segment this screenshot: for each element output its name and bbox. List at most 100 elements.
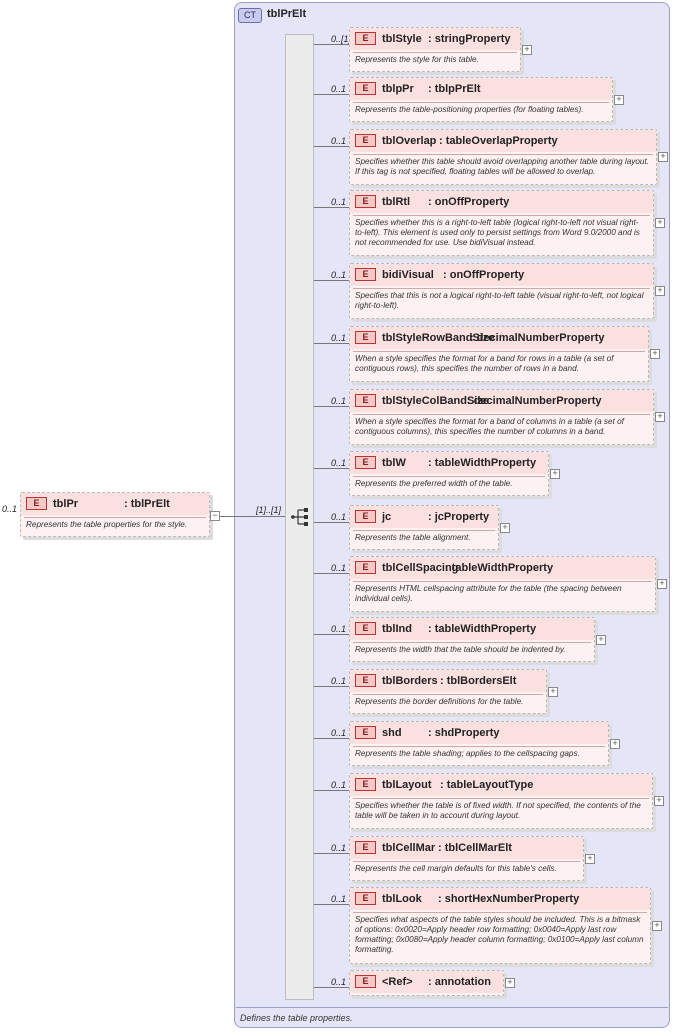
element-badge: E [26, 497, 47, 510]
element-badge: E [355, 394, 376, 407]
expand-icon[interactable]: + [585, 854, 595, 864]
complex-type-description: Defines the table properties. [240, 1013, 353, 1023]
expand-icon[interactable]: + [658, 152, 668, 162]
element-cardinality: 0..1 [331, 676, 347, 686]
element-description: Represents the preferred width of the ta… [355, 479, 513, 488]
element-badge: E [355, 510, 376, 523]
element-badge: E [355, 622, 376, 635]
element-badge: E [355, 892, 376, 905]
element-description: Specifies whether this is a right-to-lef… [355, 218, 640, 247]
expand-icon[interactable]: + [655, 412, 665, 422]
element-connector [314, 343, 349, 344]
expand-icon[interactable]: + [548, 687, 558, 697]
element-description: Represents the style for this table. [355, 55, 479, 64]
expand-icon[interactable]: + [596, 635, 606, 645]
element-cardinality: 0..1 [331, 728, 347, 738]
expand-icon[interactable]: + [614, 95, 624, 105]
element-description: When a style specifies the format for a … [355, 417, 624, 436]
root-element-tblPr[interactable]: E tblPr : tblPrElt Represents the table … [20, 492, 210, 537]
expand-icon[interactable]: + [657, 579, 667, 589]
element-connector [314, 406, 349, 407]
sequence-compositor-icon[interactable] [290, 508, 310, 526]
element-name: tblBorders [382, 675, 438, 687]
element-type: : onOffProperty [443, 269, 525, 281]
element-description: Represents the table-positioning propert… [355, 105, 584, 114]
element-badge: E [355, 975, 376, 988]
element-name: tblRtl [382, 196, 411, 208]
element-type: : shdProperty [428, 727, 500, 739]
element-cardinality: 0..1 [331, 563, 347, 573]
element-type: : onOffProperty [428, 196, 510, 208]
element-type: : annotation [428, 976, 491, 988]
element-connector [314, 280, 349, 281]
element-badge: E [355, 331, 376, 344]
expand-icon[interactable]: + [655, 286, 665, 296]
element-description: When a style specifies the format for a … [355, 354, 614, 373]
expand-icon[interactable]: + [650, 349, 660, 359]
element-description: Specifies that this is not a logical rig… [355, 291, 644, 310]
element-type: : tblPrElt [124, 498, 170, 510]
element-connector [314, 634, 349, 635]
element-connector [314, 853, 349, 854]
expand-icon[interactable]: + [654, 796, 664, 806]
element-name: tblStyleColBandSize [382, 395, 489, 407]
element-name: shd [382, 727, 402, 739]
element-description: Represents the table alignment. [355, 533, 471, 542]
expand-icon[interactable]: + [550, 469, 560, 479]
element-cardinality: 0..1 [331, 780, 347, 790]
element-name: bidiVisual [382, 269, 434, 281]
element-name: tblPr [53, 498, 79, 510]
element-cardinality: 0..1 [331, 458, 347, 468]
element-description: Specifies whether the table is of fixed … [355, 801, 641, 820]
element-cardinality: 0..1 [331, 136, 347, 146]
expand-icon[interactable]: + [652, 921, 662, 931]
element-connector [314, 94, 349, 95]
element-connector [314, 904, 349, 905]
element-cardinality: 0..[1] [331, 34, 352, 44]
expand-icon[interactable]: + [655, 218, 665, 228]
element-cardinality: 0..1 [331, 624, 347, 634]
element-name: tblLayout [382, 779, 432, 791]
element-box-Ref[interactable]: E<Ref>: annotation [349, 970, 504, 996]
element-description: Represents the border definitions for th… [355, 697, 524, 706]
element-description: Specifies what aspects of the table styl… [355, 915, 644, 954]
expand-icon[interactable]: + [500, 523, 510, 533]
element-cardinality: 0..1 [331, 197, 347, 207]
element-connector [314, 44, 349, 45]
element-badge: E [355, 778, 376, 791]
element-description: Represents the table shading; applies to… [355, 749, 580, 758]
element-name: tblStyle [382, 33, 422, 45]
element-cardinality: 0..1 [331, 894, 347, 904]
element-description: Specifies whether this table should avoi… [355, 157, 650, 176]
expand-icon[interactable]: + [610, 739, 620, 749]
element-description: Represents the width that the table shou… [355, 645, 566, 654]
collapse-icon[interactable]: − [210, 511, 220, 521]
element-name: tblOverlap [382, 135, 437, 147]
element-badge: E [355, 82, 376, 95]
element-badge: E [355, 456, 376, 469]
element-type: : tableWidthProperty [428, 623, 537, 635]
expand-icon[interactable]: + [522, 45, 532, 55]
element-badge: E [355, 674, 376, 687]
element-name: tblLook [382, 893, 422, 905]
element-badge: E [355, 195, 376, 208]
element-cardinality: 0..1 [331, 977, 347, 987]
element-description: Represents the cell margin defaults for … [355, 864, 557, 873]
expand-icon[interactable]: + [505, 978, 515, 988]
